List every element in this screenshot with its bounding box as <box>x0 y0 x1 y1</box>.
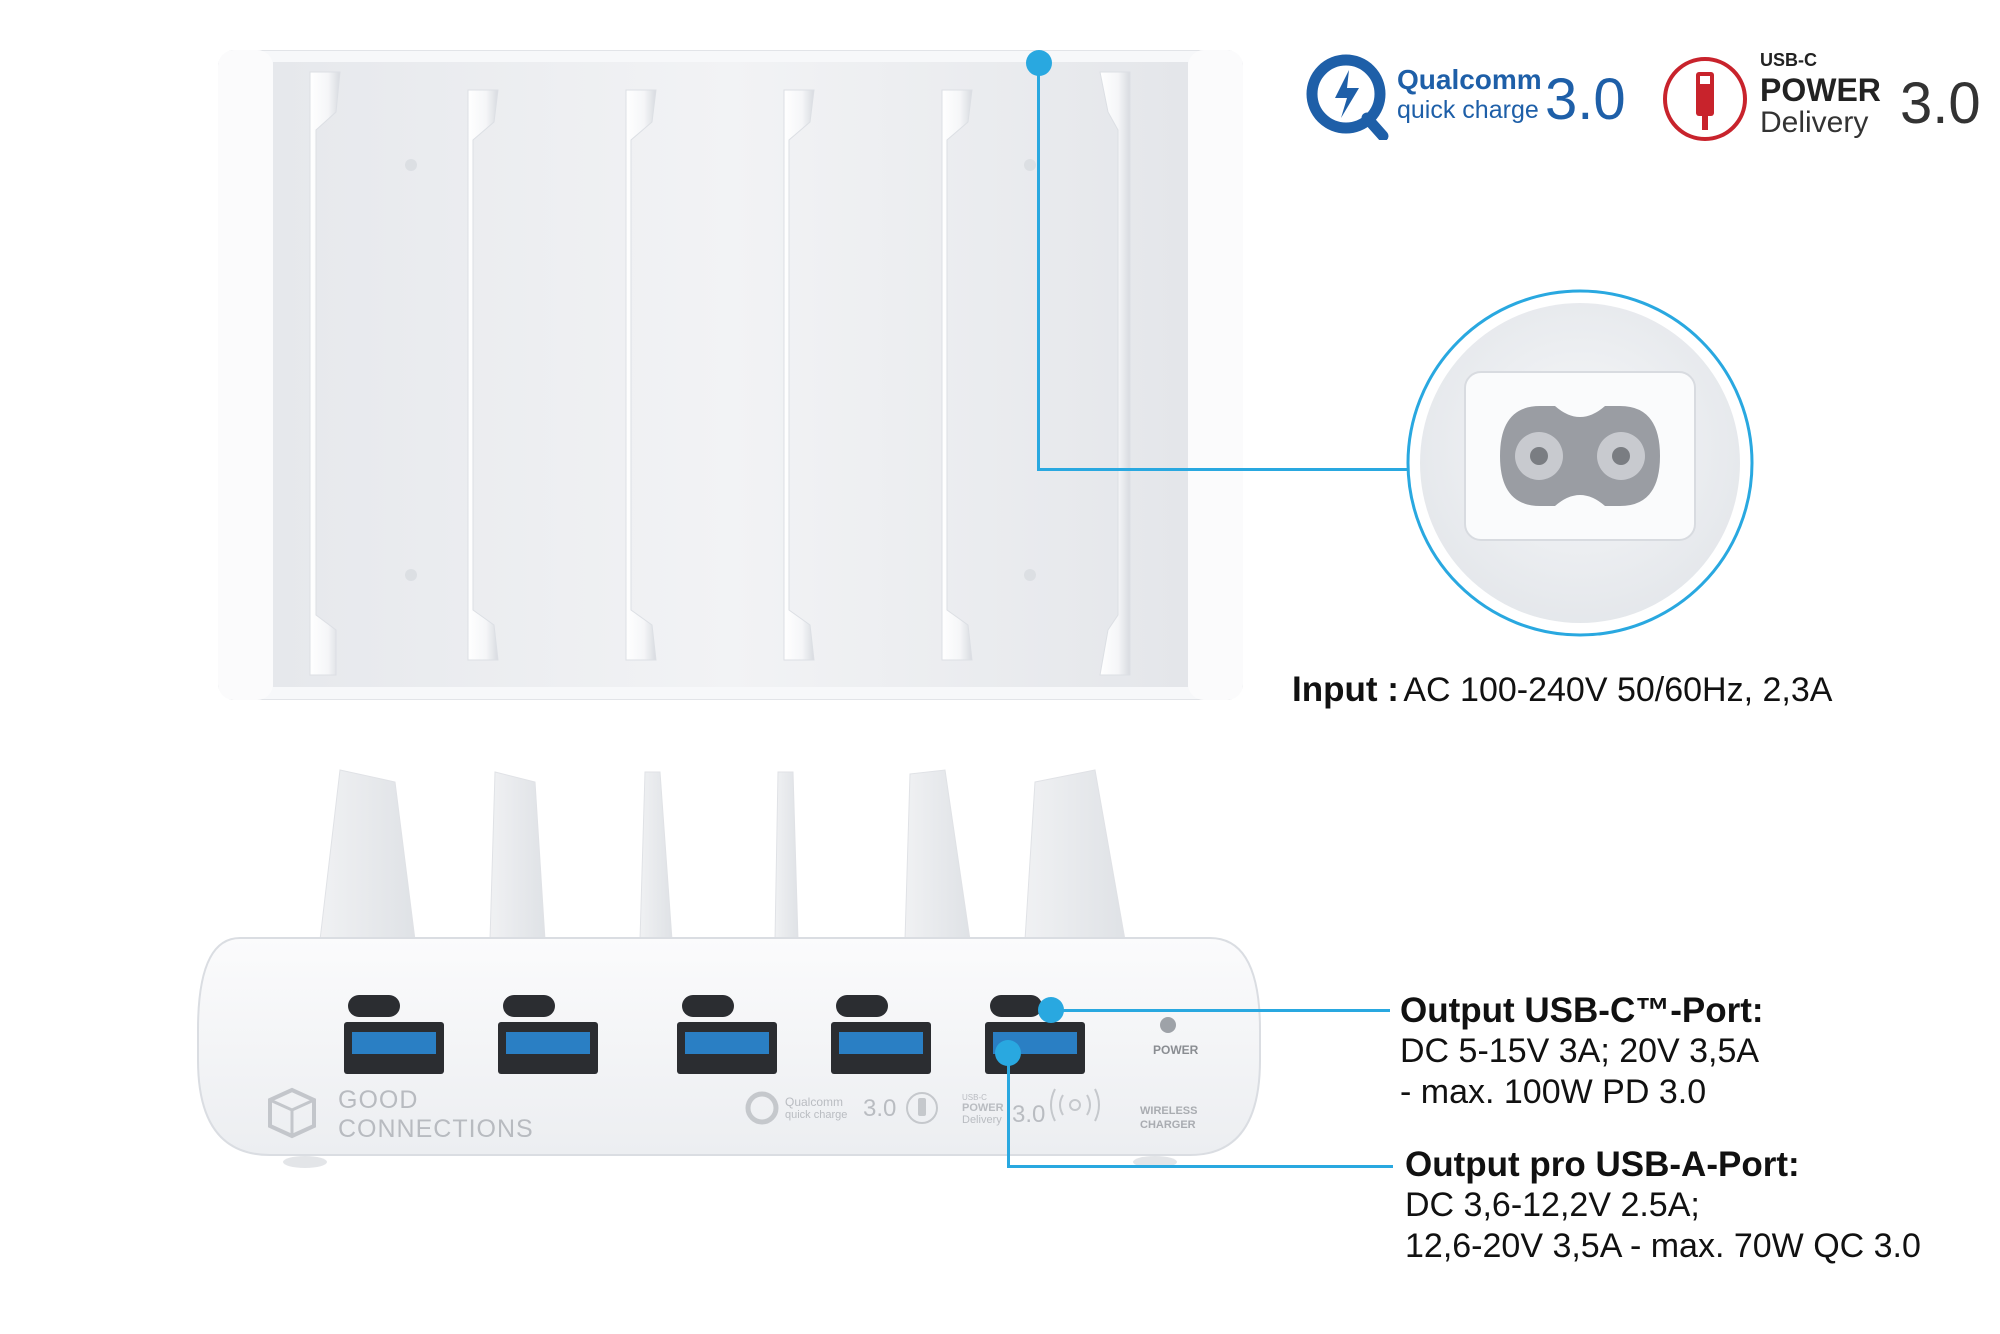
usb-a-callout-line-h <box>1007 1165 1393 1168</box>
panel-qc-ver: 3.0 <box>863 1095 897 1122</box>
qc-line2: quick charge <box>1397 96 1539 124</box>
brand-line2: Connections <box>338 1115 534 1143</box>
usb-a-spec-line1: DC 3,6-12,2V 2.5A; <box>1405 1186 1700 1224</box>
usb-a-spec-line2: 12,6-20V 3,5A - max. 70W QC 3.0 <box>1405 1227 1921 1265</box>
port-group-2 <box>498 995 598 1074</box>
panel-qc-logo: Qualcomm quick charge 3.0 <box>785 1095 896 1122</box>
panel-pd-logo: USB-C POWER Delivery 3.0 <box>962 1093 1045 1128</box>
qualcomm-quick-charge-logo: Qualcomm quick charge 3.0 <box>1305 48 1626 148</box>
wireless-line1: WIRELESS <box>1140 1105 1198 1117</box>
panel-pd-ver: 3.0 <box>1012 1101 1046 1128</box>
figure-8-socket-icon <box>1500 406 1660 506</box>
pd-line2: POWER <box>1760 72 1881 108</box>
quick-charge-icon <box>1306 54 1389 140</box>
usb-c-spec-line2: - max. 100W PD 3.0 <box>1400 1073 1707 1111</box>
usb-c-spec-title: Output USB-C™-Port: <box>1400 991 1764 1030</box>
input-callout-line-h <box>1037 468 1412 471</box>
brand-name: Good Connections <box>338 1086 534 1144</box>
usb-c-spec: Output USB-C™-Port: DC 5-15V 3A; 20V 3,5… <box>1400 990 1764 1113</box>
power-led <box>1160 1017 1176 1033</box>
panel-qc-line1: Qualcomm <box>785 1095 844 1109</box>
port-group-4 <box>831 995 931 1074</box>
usb-c-spec-line1: DC 5-15V 3A; 20V 3,5A <box>1400 1032 1760 1070</box>
pd-line1: USB-C <box>1760 50 1817 70</box>
usb-c-plug-icon <box>1663 57 1747 141</box>
usb-c-port <box>348 995 400 1017</box>
wireless-charger-icon <box>1050 1088 1100 1122</box>
usb-c-callout-line <box>1050 1009 1390 1012</box>
power-inlet-zoom <box>1406 289 1754 637</box>
usb-c-power-delivery-logo: USB-C POWER Delivery 3.0 <box>1660 50 1990 150</box>
wireless-line2: CHARGER <box>1140 1119 1196 1131</box>
panel-quick-charge-icon <box>745 1091 779 1125</box>
pd-line3: Delivery <box>1760 106 1869 139</box>
panel-pd-line3: Delivery <box>962 1114 1002 1126</box>
brand-line1: Good <box>338 1086 419 1114</box>
divider-slots <box>309 71 1131 676</box>
panel-pd-line1: USB-C <box>962 1093 987 1102</box>
input-callout-line-v <box>1037 64 1040 470</box>
qc-line1: Qualcomm <box>1397 64 1542 95</box>
usb-a-spec: Output pro USB-A-Port: DC 3,6-12,2V 2.5A… <box>1405 1144 1921 1267</box>
input-spec: Input : AC 100-240V 50/60Hz, 2,3A <box>1292 670 1832 710</box>
port-group-3 <box>677 995 777 1074</box>
input-value: AC 100-240V 50/60Hz, 2,3A <box>1403 671 1833 709</box>
qc-version: 3.0 <box>1545 67 1626 132</box>
wireless-label: WIRELESS CHARGER <box>1140 1104 1197 1132</box>
panel-qc-line2: quick charge <box>785 1109 848 1121</box>
panel-usb-c-icon <box>906 1092 938 1124</box>
input-label: Input : <box>1292 670 1399 709</box>
dock-top-view <box>218 50 1243 700</box>
power-label: POWER <box>1153 1043 1199 1057</box>
usb-a-callout-line-v <box>1007 1053 1010 1168</box>
brand-cube-icon <box>268 1087 316 1139</box>
usb-a-spec-title: Output pro USB-A-Port: <box>1405 1145 1800 1184</box>
port-group-1 <box>344 995 444 1074</box>
panel-pd-line2: POWER <box>962 1102 1004 1114</box>
divider-fins <box>319 769 1126 941</box>
pd-version: 3.0 <box>1900 71 1981 136</box>
